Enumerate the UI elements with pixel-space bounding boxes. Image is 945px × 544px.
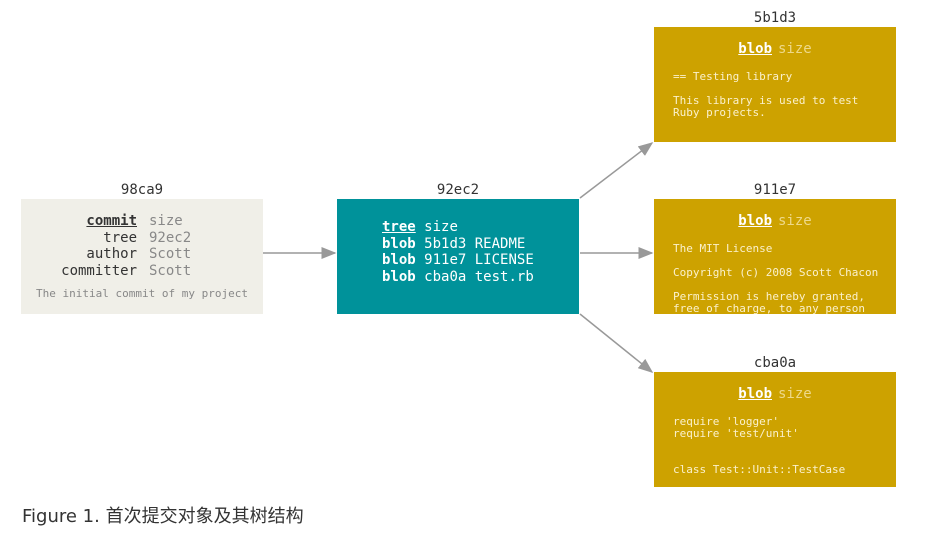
- tree-entry: blob 911e7 LICENSE: [382, 252, 534, 268]
- commit-id: 98ca9: [120, 182, 164, 198]
- blob-object: blob size The MIT License Copyright (c) 2…: [654, 199, 896, 314]
- field-value: Scott: [149, 246, 192, 262]
- field-value: Scott: [149, 262, 192, 279]
- field-key: tree: [103, 229, 137, 246]
- commit-header-key: commit: [86, 213, 137, 229]
- field-key: author: [86, 246, 137, 262]
- blob-content: == Testing library This library is used …: [673, 70, 859, 119]
- tree-header-key: tree: [382, 219, 416, 235]
- tree-object: tree size blob 5b1d3 README blob 911e7 L…: [337, 199, 579, 314]
- field-key: committer: [61, 262, 137, 279]
- commit-message: The initial commit of my project: [36, 287, 248, 300]
- arrow-tree-to-5b1d3: [579, 142, 654, 199]
- tree-id: 92ec2: [436, 182, 480, 198]
- field-value: 92ec2: [149, 229, 192, 246]
- blob-id: cba0a: [753, 355, 797, 371]
- blob-id: 911e7: [753, 182, 797, 198]
- blob-size: size: [778, 386, 812, 402]
- tree-header-value: size: [424, 219, 458, 235]
- blob-key: blob: [738, 41, 772, 57]
- tree-entry: blob cba0a test.rb: [382, 268, 534, 285]
- blob-size: size: [778, 41, 812, 57]
- blob-object: blob size require 'logger' require 'test/…: [654, 372, 896, 487]
- blob-content: The MIT License Copyright (c) 2008 Scott…: [673, 242, 879, 315]
- blob-size: size: [778, 213, 812, 229]
- blob-id: 5b1d3: [753, 10, 797, 26]
- commit-header-value: size: [149, 213, 183, 229]
- blob-object: blob size == Testing library This library…: [654, 27, 896, 142]
- tree-entry: blob 5b1d3 README: [382, 235, 526, 252]
- arrow-tree-to-cba0a: [579, 313, 654, 373]
- blob-key: blob: [738, 386, 772, 402]
- figure-caption: Figure 1. 首次提交对象及其树结构: [22, 506, 304, 527]
- blob-content: require 'logger' require 'test/unit' cla…: [673, 415, 846, 476]
- blob-key: blob: [738, 213, 772, 229]
